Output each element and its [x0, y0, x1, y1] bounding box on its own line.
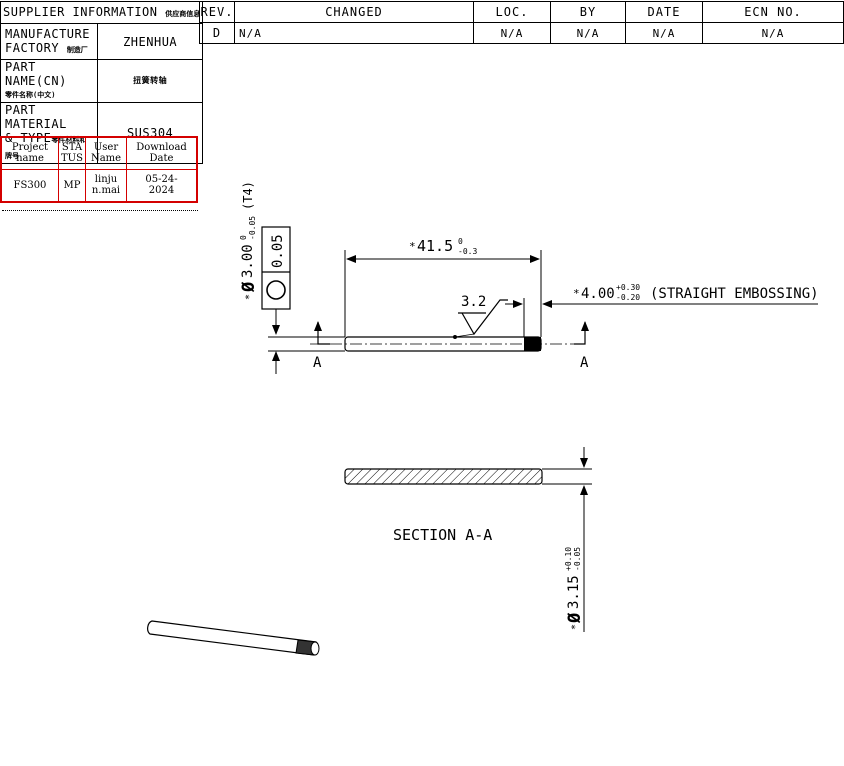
project-name-value: FS300 — [0, 168, 59, 203]
supplier-header: SUPPLIER INFORMATION 供应商信息 — [0, 1, 204, 24]
length-tol-upper: 0 — [458, 237, 463, 246]
section-view: SECTION A-A — [344, 447, 592, 632]
part-name-label-cn: 零件名称(中文) — [5, 91, 56, 99]
section-title: SECTION A-A — [393, 526, 492, 544]
supplier-header-cn: 供应商信息 — [165, 9, 201, 18]
pin-side-view — [310, 335, 585, 352]
rev-header: REV. — [199, 1, 235, 23]
emboss-tol-upper: +0.30 — [616, 283, 640, 292]
section-marker-right: A — [574, 321, 589, 371]
section-tol-lower: -0.05 — [573, 547, 582, 571]
section-tol-upper: +0.10 — [564, 547, 573, 571]
length-value: 41.5 — [417, 237, 453, 255]
part-name-value: 扭簧转轴 — [96, 59, 204, 103]
part-name-label-cell: PART NAME(CN) 零件名称(中文) — [0, 59, 98, 103]
by-value: N/A — [550, 22, 626, 44]
section-mark-left: A — [313, 355, 322, 371]
status-value: MP — [58, 168, 86, 203]
key-marker-4: * — [570, 624, 581, 630]
changed-value: N/A — [234, 22, 474, 44]
revision-table: REV. CHANGED LOC. BY DATE ECN NO. D N/A … — [199, 1, 844, 44]
diameter-main-value: 3.00 — [240, 244, 256, 278]
fcf-tolerance: 0.05 — [270, 234, 286, 268]
roughness-value: 3.2 — [461, 294, 486, 310]
key-marker-3: * — [573, 287, 580, 300]
download-date-value: 05-24-2024 — [126, 168, 198, 203]
part-name-label: PART NAME(CN) — [5, 60, 67, 88]
section-marker-left: A — [313, 321, 330, 371]
key-marker-1: * — [244, 294, 255, 300]
length-dimension: * 41.5 0 -0.3 — [344, 237, 542, 337]
dotted-separator — [2, 210, 198, 211]
circularity-icon — [266, 280, 286, 300]
material-label-line1: PART MATERIAL — [5, 103, 67, 131]
manufacture-label-cell: MANUFACTURE FACTORY 制造厂 — [0, 23, 98, 60]
diameter-main-dimension: * Ø 3.00 0 -0.05 (T4) — [239, 181, 259, 300]
length-tol-lower: -0.3 — [458, 247, 477, 256]
section-diameter-value: 3.15 — [566, 575, 582, 609]
pin-isometric-view — [147, 620, 320, 656]
manufacture-label-line1: MANUFACTURE — [5, 26, 90, 41]
loc-value: N/A — [473, 22, 551, 44]
date-value: N/A — [625, 22, 703, 44]
supplier-header-label: SUPPLIER INFORMATION — [3, 4, 158, 19]
key-marker-2: * — [409, 240, 416, 253]
diameter-symbol-2: Ø — [565, 612, 585, 624]
changed-header: CHANGED — [234, 1, 474, 23]
emboss-tol-lower: -0.20 — [616, 293, 640, 302]
emboss-dimension: * 4.00 +0.30 -0.20 (STRAIGHT EMBOSSING) — [505, 283, 819, 337]
emboss-value: 4.00 — [581, 286, 615, 302]
manufacture-label-cn: 制造厂 — [66, 45, 88, 54]
section-mark-right: A — [580, 355, 589, 371]
diameter-symbol-1: Ø — [239, 281, 259, 293]
diameter-main-tol-lower: -0.05 — [248, 216, 257, 240]
ecn-value: N/A — [702, 22, 844, 44]
diameter-main-tol-upper: 0 — [239, 235, 248, 240]
ecn-header: ECN NO. — [702, 1, 844, 23]
manufacture-label-line2: FACTORY — [5, 40, 60, 55]
emboss-note: (STRAIGHT EMBOSSING) — [650, 286, 819, 302]
feature-control-frame: 0.05 — [261, 226, 291, 335]
diameter-main-suffix: (T4) — [241, 181, 255, 210]
section-diameter-dimension: * Ø 3.15 +0.10 -0.05 — [564, 547, 585, 630]
roughness-symbol: 3.2 — [454, 294, 508, 338]
